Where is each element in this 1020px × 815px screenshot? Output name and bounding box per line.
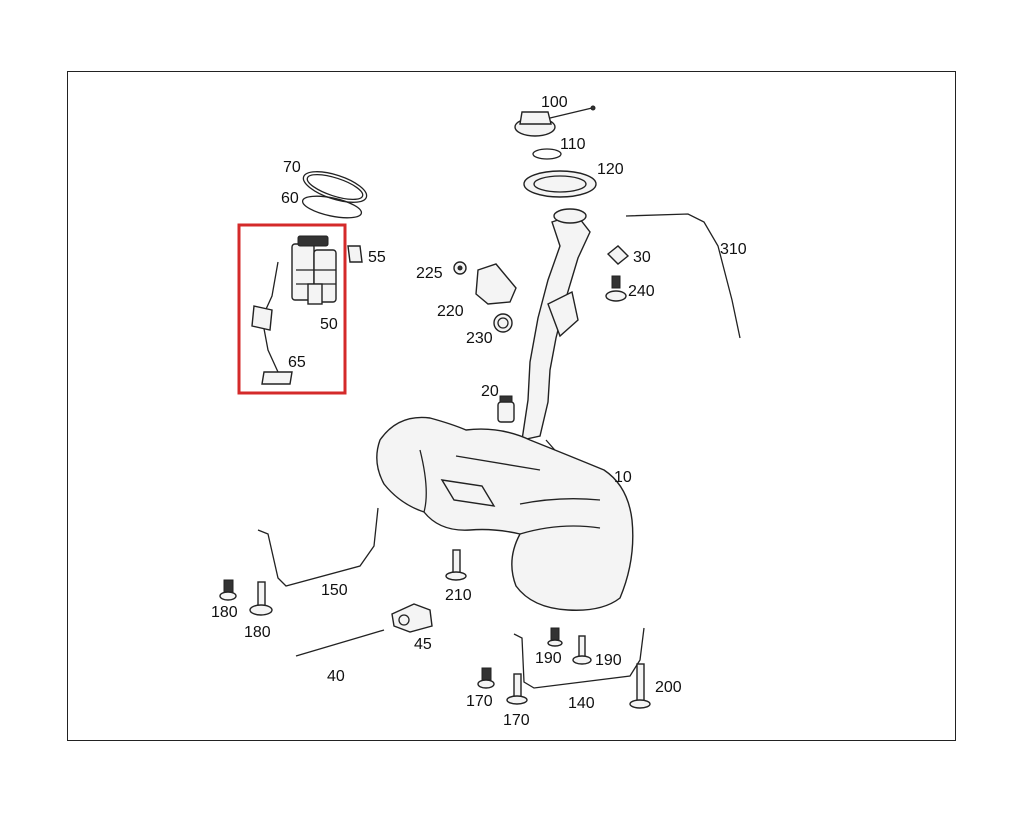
label-120: 120 xyxy=(597,161,624,178)
part-225-bolt[interactable] xyxy=(453,261,467,275)
label-50: 50 xyxy=(320,316,338,333)
part-110-seal-ring[interactable] xyxy=(532,148,562,160)
label-30: 30 xyxy=(633,249,651,266)
part-20-valve[interactable] xyxy=(497,395,515,423)
part-40-line[interactable] xyxy=(295,629,385,657)
part-200-bolt[interactable] xyxy=(629,663,651,709)
label-65: 65 xyxy=(288,354,306,371)
part-180-bolt-b[interactable] xyxy=(249,581,273,616)
label-150: 150 xyxy=(321,582,348,599)
label-200: 200 xyxy=(655,679,682,696)
part-100-fuel-cap[interactable] xyxy=(514,105,596,137)
label-20: 20 xyxy=(481,383,499,400)
label-180-a: 180 xyxy=(211,604,238,621)
part-55-clip[interactable] xyxy=(347,245,363,263)
part-190-bolt-b[interactable] xyxy=(572,635,592,665)
part-140-tank-strap[interactable] xyxy=(513,627,645,689)
label-225: 225 xyxy=(416,265,443,282)
label-140: 140 xyxy=(568,695,595,712)
part-30-label-plate[interactable] xyxy=(606,245,630,265)
part-60-seal-ring[interactable] xyxy=(301,192,363,222)
part-230-grommet[interactable] xyxy=(493,313,513,333)
label-190-b: 190 xyxy=(595,652,622,669)
label-100: 100 xyxy=(541,94,568,111)
label-110: 110 xyxy=(560,136,586,153)
label-70: 70 xyxy=(283,159,301,176)
part-240-bolt[interactable] xyxy=(605,275,627,302)
label-40: 40 xyxy=(327,668,345,685)
label-170-b: 170 xyxy=(503,712,530,729)
diagram-frame xyxy=(67,71,956,741)
label-180-b: 180 xyxy=(244,624,271,641)
label-230: 230 xyxy=(466,330,493,347)
label-10: 10 xyxy=(614,469,632,486)
label-210: 210 xyxy=(445,587,472,604)
part-120-filler-housing[interactable] xyxy=(523,170,597,198)
part-150-tank-strap[interactable] xyxy=(257,507,379,587)
label-170-a: 170 xyxy=(466,693,493,710)
label-240: 240 xyxy=(628,283,655,300)
label-45: 45 xyxy=(414,636,432,653)
label-220: 220 xyxy=(437,303,464,320)
part-10-fuel-tank[interactable] xyxy=(376,416,634,611)
label-60: 60 xyxy=(281,190,299,207)
part-45-connector[interactable] xyxy=(391,603,433,633)
label-190-a: 190 xyxy=(535,650,562,667)
part-170-bolt-b[interactable] xyxy=(506,673,528,705)
label-55: 55 xyxy=(368,249,386,266)
label-310: 310 xyxy=(720,241,747,258)
part-310-vent-line[interactable] xyxy=(625,213,741,339)
part-70-gasket-ring[interactable] xyxy=(300,165,370,208)
part-50-fuel-pump[interactable] xyxy=(291,235,337,305)
part-170-nut-a[interactable] xyxy=(477,667,495,689)
part-220-bracket[interactable] xyxy=(475,263,517,305)
part-70-gasket-ring-inner xyxy=(306,173,364,201)
part-210-bolt[interactable] xyxy=(445,549,467,581)
part-190-nut-a[interactable] xyxy=(547,627,563,647)
part-65-level-sensor[interactable] xyxy=(251,261,293,385)
part-180-nut-a[interactable] xyxy=(219,579,237,601)
highlight-box xyxy=(237,223,347,395)
filler-neck-pipe[interactable] xyxy=(521,208,591,471)
